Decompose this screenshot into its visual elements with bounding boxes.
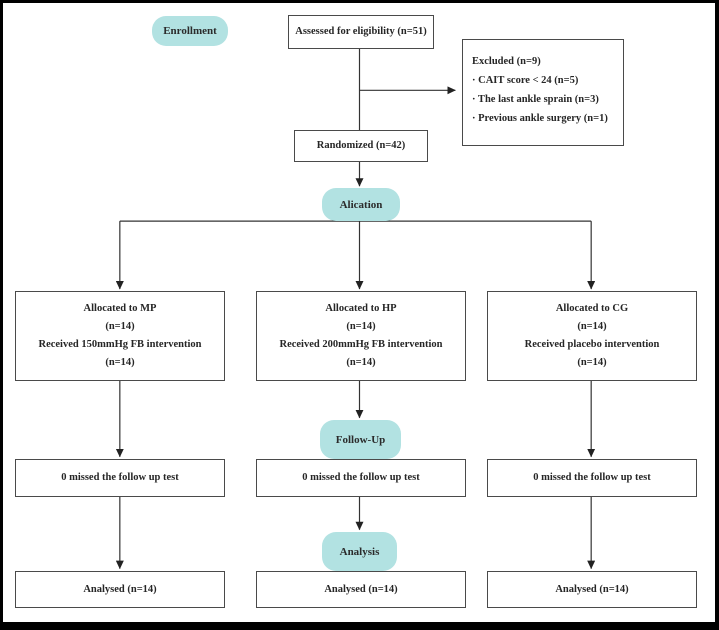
- analysed-mp-box: Analysed (n=14): [15, 571, 225, 608]
- excluded-reason: · Previous ankle surgery (n=1): [472, 113, 608, 124]
- analysed-hp-box: Analysed (n=14): [256, 571, 466, 608]
- excluded-reason: · CAIT score < 24 (n=5): [472, 75, 579, 86]
- excluded-title: Excluded (n=9): [472, 56, 541, 67]
- followup-cg-box: 0 missed the follow up test: [487, 459, 697, 497]
- followup-text: 0 missed the follow up test: [61, 472, 179, 483]
- allocated-line: Allocated to MP: [83, 303, 157, 314]
- analysed-text: Analysed (n=14): [324, 583, 398, 595]
- stage-pill-follow-up: Follow-Up: [320, 420, 401, 459]
- assessed-eligibility-text: Assessed for eligibility (n=51): [295, 26, 427, 37]
- followup-text: 0 missed the follow up test: [302, 472, 420, 483]
- allocated-line: (n=14): [346, 321, 376, 332]
- allocated-line: (n=14): [105, 357, 135, 368]
- stage-pill-enrollment: Enrollment: [152, 16, 228, 46]
- stage-pill-analysis: Analysis: [322, 532, 397, 571]
- excluded-reason: · The last ankle sprain (n=3): [472, 94, 599, 105]
- allocated-line: (n=14): [577, 357, 607, 368]
- allocated-line: Received 150mmHg FB intervention: [38, 339, 202, 350]
- allocated-line: Received 200mmHg FB intervention: [279, 339, 443, 350]
- allocated-line: Allocated to CG: [555, 303, 629, 314]
- connector-lines: [115, 48, 596, 570]
- stage-pill-allocation: Alication: [322, 188, 400, 221]
- analysed-text: Analysed (n=14): [555, 583, 629, 595]
- followup-mp-box: 0 missed the follow up test: [15, 459, 225, 497]
- followup-hp-box: 0 missed the follow up test: [256, 459, 466, 497]
- assessed-eligibility-box: Assessed for eligibility (n=51): [288, 15, 434, 49]
- randomized-text: Randomized (n=42): [316, 140, 406, 151]
- allocated-cg-box: Allocated to CG (n=14) Received placebo …: [487, 291, 697, 381]
- allocated-line: Received placebo intervention: [524, 339, 660, 350]
- allocated-line: Allocated to HP: [325, 303, 397, 314]
- analysed-text: Analysed (n=14): [83, 583, 157, 595]
- excluded-box: Excluded (n=9) · CAIT score < 24 (n=5) ·…: [462, 39, 624, 146]
- allocated-line: (n=14): [577, 321, 607, 332]
- allocated-mp-box: Allocated to MP (n=14) Received 150mmHg …: [15, 291, 225, 381]
- randomized-box: Randomized (n=42): [294, 130, 428, 162]
- analysed-cg-box: Analysed (n=14): [487, 571, 697, 608]
- followup-text: 0 missed the follow up test: [533, 472, 651, 483]
- allocated-line: (n=14): [105, 321, 135, 332]
- node-layer: Enrollment Alication Follow-Up Analysis …: [3, 3, 715, 622]
- allocated-line: (n=14): [346, 357, 376, 368]
- allocated-hp-box: Allocated to HP (n=14) Received 200mmHg …: [256, 291, 466, 381]
